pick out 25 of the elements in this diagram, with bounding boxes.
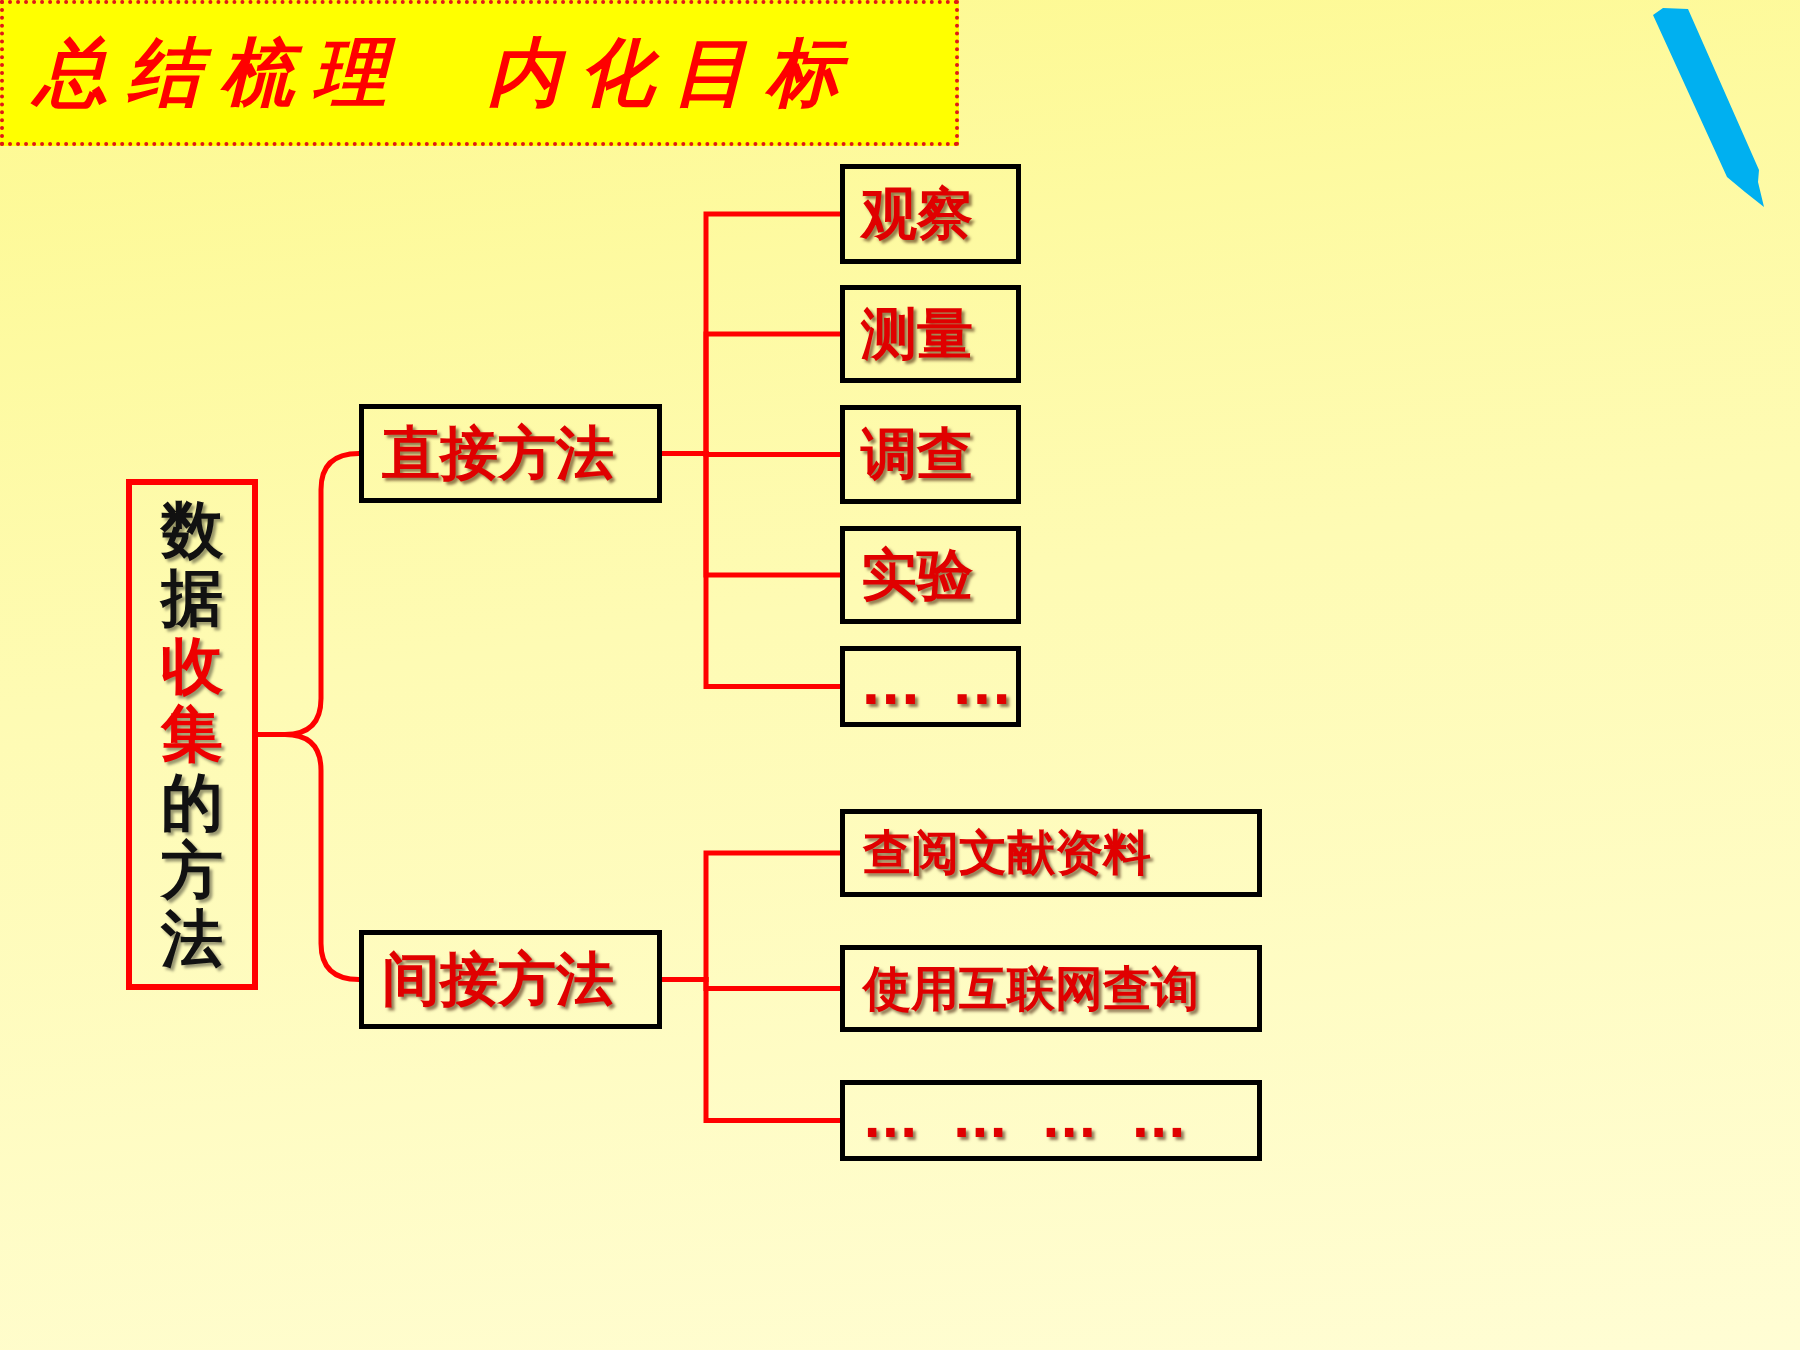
method-box xyxy=(840,405,1021,504)
method-box xyxy=(840,285,1021,383)
method-box xyxy=(840,164,1021,264)
method-box xyxy=(840,646,1021,727)
method-box xyxy=(840,809,1262,897)
connector-line xyxy=(662,451,840,689)
method-box xyxy=(840,945,1262,1032)
method-box xyxy=(359,404,662,503)
brace-line xyxy=(258,732,360,982)
method-box xyxy=(840,526,1021,624)
method-box xyxy=(359,930,662,1029)
method-label: ... ... ... ... xyxy=(863,1092,1186,1149)
method-label: 直接方法 xyxy=(382,420,614,487)
method-label: 间接方法 xyxy=(382,946,614,1013)
method-label: 观察 xyxy=(861,181,973,247)
method-label: 调查 xyxy=(861,422,973,487)
topic-label: 数据收集的方法 xyxy=(161,495,223,974)
connector-line xyxy=(662,977,840,1123)
method-label: 查阅文献资料 xyxy=(863,825,1151,881)
method-label: 实验 xyxy=(861,542,973,608)
method-label: 测量 xyxy=(861,301,973,367)
method-label: 使用互联网查询 xyxy=(863,960,1199,1017)
topic-box xyxy=(126,479,258,990)
method-box xyxy=(840,1080,1262,1161)
method-label: ... ... xyxy=(861,656,1012,717)
